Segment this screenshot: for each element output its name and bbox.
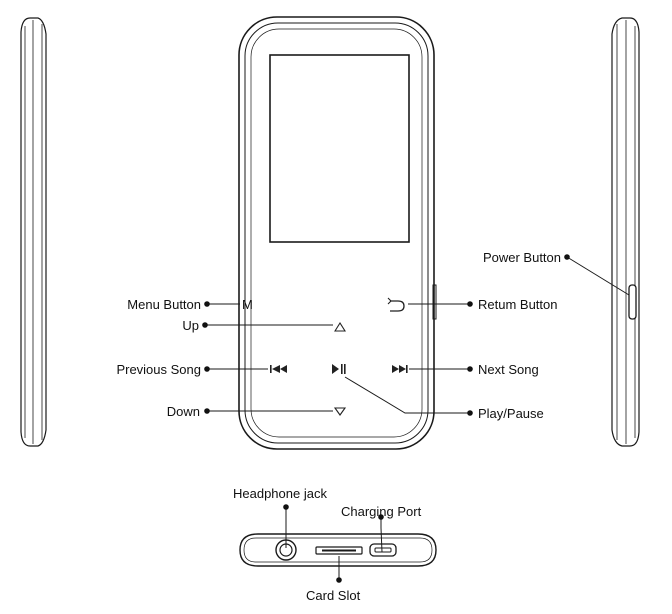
device-body-outer bbox=[238, 16, 435, 450]
callout-dots bbox=[202, 254, 570, 583]
return-button-label: Retum Button bbox=[478, 297, 558, 312]
charging-port-shape bbox=[369, 543, 397, 557]
down-label: Down bbox=[167, 404, 200, 419]
play-pause-key-icon bbox=[332, 364, 346, 374]
side-key-edge bbox=[432, 284, 437, 320]
return-key-icon bbox=[387, 297, 405, 312]
left-side-view bbox=[20, 17, 47, 447]
display-screen bbox=[269, 54, 410, 243]
play-pause-label: Play/Pause bbox=[478, 406, 544, 421]
device-body-inner bbox=[244, 22, 429, 444]
headphone-jack-shape bbox=[275, 539, 297, 561]
previous-song-label: Previous Song bbox=[116, 362, 201, 377]
card-slot-shape bbox=[315, 546, 363, 555]
bottom-edge-view bbox=[239, 533, 437, 567]
front-view bbox=[238, 16, 437, 450]
charging-port-label: Charging Port bbox=[341, 504, 422, 519]
next-key-icon bbox=[392, 365, 408, 373]
power-button-label: Power Button bbox=[483, 250, 561, 265]
menu-key-label: M bbox=[242, 297, 253, 312]
down-key-icon bbox=[333, 407, 347, 416]
previous-key-icon bbox=[270, 365, 287, 373]
next-song-label: Next Song bbox=[478, 362, 539, 377]
card-slot-label: Card Slot bbox=[306, 588, 361, 603]
right-side-view bbox=[611, 17, 640, 447]
menu-button-label: Menu Button bbox=[127, 297, 201, 312]
callout-leaders bbox=[205, 256, 630, 580]
device-body-bevel bbox=[250, 28, 423, 438]
up-label: Up bbox=[182, 318, 199, 333]
up-key-icon bbox=[334, 321, 346, 332]
headphone-jack-label: Headphone jack bbox=[233, 486, 327, 501]
power-button-shape bbox=[628, 284, 637, 320]
